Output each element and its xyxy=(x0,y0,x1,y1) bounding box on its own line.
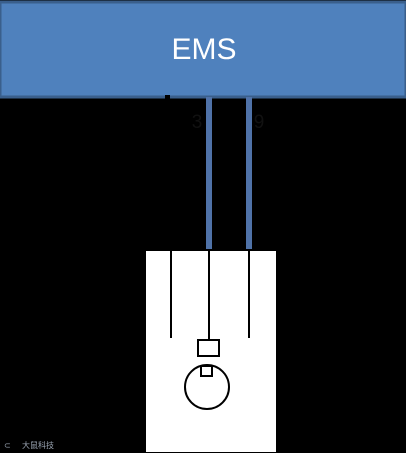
pin-number-3: 3 xyxy=(192,112,203,133)
trigger-wheel-tooth xyxy=(200,365,213,377)
watermark-logo: ⊂ xyxy=(4,441,11,450)
ems-box xyxy=(0,0,406,99)
signal-wire-3 xyxy=(206,97,212,250)
wiring-harness xyxy=(165,95,252,250)
watermark: ⊂ 大鼠科技 xyxy=(4,440,54,450)
ground-wire-stub xyxy=(165,95,170,101)
pin-number-9: 9 xyxy=(254,112,265,133)
ems-block: EMS xyxy=(0,0,406,99)
sensor-component xyxy=(144,249,278,453)
signal-wire-9 xyxy=(246,97,252,250)
ems-label: EMS xyxy=(171,33,236,66)
watermark-text: 大鼠科技 xyxy=(22,440,54,450)
sensor-element xyxy=(197,339,220,357)
